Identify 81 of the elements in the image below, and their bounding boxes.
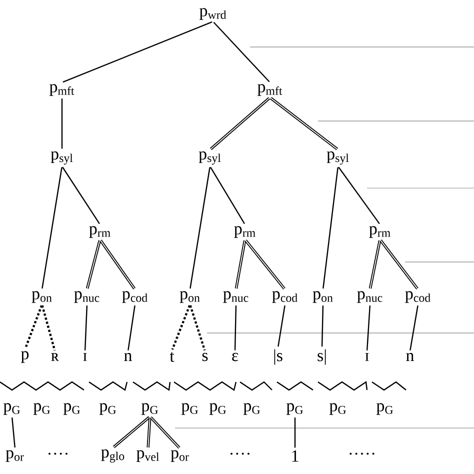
ellipsis: ····: [230, 452, 250, 455]
tree-label: s: [202, 352, 208, 362]
tree-label: t: [170, 352, 174, 362]
tree-branch: [234, 240, 246, 289]
tree-branch: [128, 305, 136, 350]
tree-label: p$_{cod}$: [122, 291, 148, 303]
tree-label: n: [406, 353, 414, 361]
tree-branch: [62, 166, 100, 224]
tree-label: p$_{G}$: [209, 403, 226, 415]
tree-branch: [322, 167, 338, 289]
tree-label: p$_{nuc}$: [223, 291, 248, 303]
tree-label: p$_{rm}$: [89, 226, 110, 238]
tree-label: p$_{G}$: [141, 403, 158, 415]
ellipsis: ····: [48, 452, 68, 455]
tree-branch: [321, 306, 324, 347]
tree-label: p$_{nuc}$: [357, 291, 382, 303]
tree-branch: [171, 305, 191, 350]
tree-branch: [146, 417, 152, 448]
tree-label: 1: [292, 450, 298, 462]
tree-label: p$_{G}$: [99, 403, 116, 415]
tree-branch: [244, 239, 286, 290]
tree-label: p$_{cod}$: [405, 291, 430, 303]
tree-label: p$_{G}$: [376, 403, 393, 415]
ellipsis: ·····: [350, 452, 374, 455]
tree-label: p$_{G}$: [181, 403, 198, 415]
tree-label: p$_{mft}$: [50, 84, 74, 96]
tree-branch: [380, 240, 418, 290]
tree-branch: [366, 305, 371, 350]
tree-label: p$_{G}$: [286, 403, 303, 415]
tree-branch: [368, 240, 382, 289]
tree-branch: [42, 167, 62, 289]
tree-label: p$_{mft}$: [258, 84, 282, 96]
tree-label: p$_{syl}$: [50, 151, 73, 165]
tree-label: p$_{wrd}$: [200, 8, 226, 20]
tree-branch: [84, 306, 88, 350]
tree-branch: [410, 305, 418, 350]
tree-branch: [213, 22, 270, 82]
tree-label: p$_{G}$: [329, 403, 346, 415]
tree-label: ɪ: [83, 353, 87, 361]
tree-label: p$_{vel}$: [136, 450, 160, 462]
tree-label: p: [21, 351, 29, 363]
tree-branch: [210, 166, 245, 224]
tree-label: p$_{syl}$: [326, 151, 349, 165]
tree-label: p$_{on}$: [312, 291, 333, 303]
tree-branch: [62, 21, 212, 83]
tree-label: p$_{rm}$: [234, 226, 256, 238]
tree-branch: [112, 416, 150, 448]
tree-label: p$_{glo}$: [101, 449, 124, 463]
tree-label: ɪ: [365, 353, 369, 361]
tree-branch: [189, 305, 206, 351]
tree-branch: [12, 417, 16, 448]
tree-label: p$_{or}$: [6, 450, 24, 462]
tree-label: ʀ: [51, 353, 59, 361]
tree-branch: [210, 97, 270, 150]
tree-label: p$_{G}$: [33, 403, 50, 415]
tree-branch: [270, 97, 338, 150]
tree-branch: [61, 98, 63, 149]
tree-branch: [294, 418, 296, 448]
tree-branch: [150, 416, 180, 449]
tree-label: p$_{cod}$: [272, 291, 298, 303]
tree-label: p$_{G}$: [243, 403, 260, 415]
tree-label: p$_{syl}$: [198, 151, 221, 165]
tree-label: s|: [318, 349, 326, 365]
tree-label: p$_{G}$: [3, 403, 20, 415]
tree-branch: [41, 305, 56, 351]
tree-label: p$_{G}$: [63, 403, 80, 415]
tree-branch: [338, 166, 380, 224]
tree-branch: [278, 305, 286, 347]
tree-label: p$_{on}$: [180, 291, 200, 303]
tree-label: ɛ: [232, 352, 238, 362]
tree-label: p$_{on}$: [32, 291, 52, 303]
tree-label: p$_{or}$: [170, 450, 189, 462]
tree-branch: [24, 305, 43, 349]
tree-label: p$_{nuc}$: [74, 291, 100, 303]
tree-label: |s: [274, 349, 282, 365]
tree-branch: [190, 167, 210, 289]
tree-branch: [99, 240, 136, 290]
tree-branch: [86, 240, 102, 289]
tree-branch: [234, 306, 237, 350]
tree-label: p$_{rm}$: [369, 226, 390, 238]
tree-label: n: [124, 353, 132, 361]
